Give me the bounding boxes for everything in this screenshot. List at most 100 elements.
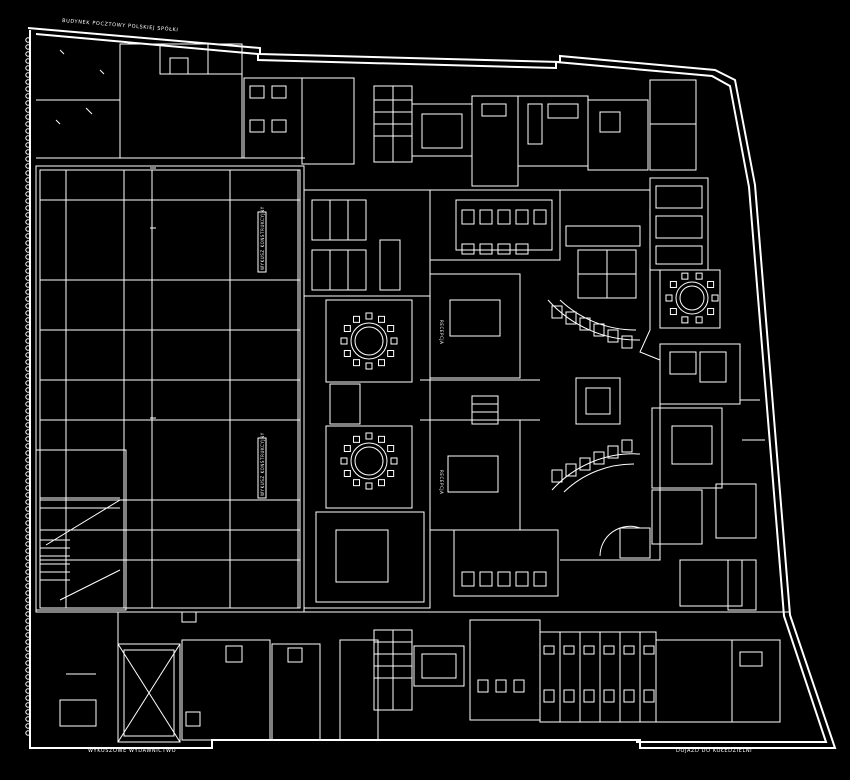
facade-column: [25, 541, 31, 547]
chair: [695, 316, 703, 324]
facade-column: [25, 520, 31, 526]
chair: [669, 280, 677, 288]
booth-seat: [579, 317, 591, 331]
facade-column: [25, 233, 31, 239]
facade-column: [25, 415, 31, 421]
chair: [365, 312, 373, 320]
facade-column: [25, 492, 31, 498]
table-top: [350, 442, 388, 480]
facade-column: [25, 114, 31, 120]
conference-rooms: [303, 295, 431, 609]
facade-column: [25, 646, 31, 652]
facade-column: [25, 352, 31, 358]
central-lobby: [420, 189, 561, 597]
facade-column: [25, 107, 31, 113]
facade-column: [25, 191, 31, 197]
chair: [387, 470, 395, 477]
facade-column: [25, 688, 31, 694]
facade-column: [25, 303, 31, 309]
chair: [707, 280, 715, 288]
facade-column: [25, 730, 31, 736]
facade-column: [25, 436, 31, 442]
sink-fixture: [583, 645, 595, 655]
wc-fixture: [583, 689, 595, 703]
facade-column: [25, 583, 31, 589]
wc-fixture: [495, 679, 507, 693]
facade-column: [25, 331, 31, 337]
facade-column: [25, 380, 31, 386]
chair: [681, 272, 689, 280]
facade-column: [25, 86, 31, 92]
chair: [343, 350, 351, 357]
facade-column: [25, 51, 31, 57]
sink-fixture: [643, 645, 655, 655]
facade-column: [25, 254, 31, 260]
chair: [695, 272, 703, 280]
chair: [343, 445, 351, 452]
chair: [353, 435, 360, 443]
south-fixtures: [477, 645, 655, 703]
booth-seat: [551, 469, 563, 483]
facade-column: [25, 660, 31, 666]
facade-column: [25, 548, 31, 554]
facade-column: [25, 373, 31, 379]
facade-column: [25, 590, 31, 596]
facade-column: [25, 702, 31, 708]
facade-column: [25, 240, 31, 246]
facade-column: [25, 156, 31, 162]
sink-fixture: [623, 645, 635, 655]
chair: [378, 359, 385, 367]
facade-column: [25, 422, 31, 428]
booth-seat: [593, 451, 605, 465]
facade-column: [25, 296, 31, 302]
chair: [365, 362, 373, 370]
wc-fixture: [603, 689, 615, 703]
label-column-upper: WYKUSZ KONSTRUKCYJNY: [260, 206, 265, 270]
wc-fixture: [477, 679, 489, 693]
chair: [681, 316, 689, 324]
facade-column: [25, 219, 31, 225]
facade-column: [25, 128, 31, 134]
label-cafe-upper: RECEPCJA: [439, 320, 444, 344]
facade-column: [25, 611, 31, 617]
facade-column: [25, 576, 31, 582]
table-top: [350, 322, 388, 360]
facade-column: [25, 506, 31, 512]
facade-column: [25, 597, 31, 603]
facade-column: [25, 93, 31, 99]
sink-fixture: [563, 645, 575, 655]
chair: [707, 308, 715, 316]
table-inner: [679, 285, 705, 311]
facade-column: [25, 674, 31, 680]
booth-seat: [565, 463, 577, 477]
chair: [387, 350, 395, 357]
facade-column: [25, 324, 31, 330]
facade-column: [25, 310, 31, 316]
facade-column: [25, 653, 31, 659]
facade-column: [25, 667, 31, 673]
left-facade-columns: [25, 37, 31, 736]
facade-column: [25, 569, 31, 575]
table-top: [675, 281, 709, 315]
facade-column: [25, 394, 31, 400]
southwest-stair-zone: [35, 449, 127, 611]
label-cafe-lower: RECEPCJA: [439, 470, 444, 494]
facade-column: [25, 604, 31, 610]
round-table-upper: [340, 312, 398, 370]
facade-column: [25, 443, 31, 449]
sink-fixture: [543, 645, 555, 655]
facade-column: [25, 268, 31, 274]
north-rooms: [36, 43, 697, 187]
facade-column: [25, 317, 31, 323]
facade-column: [25, 212, 31, 218]
facade-column: [25, 695, 31, 701]
facade-column: [25, 338, 31, 344]
facade-column: [25, 65, 31, 71]
facade-column: [25, 289, 31, 295]
label-column-lower: WYKUSZ KONSTRUKCYJNY: [260, 432, 265, 496]
facade-column: [25, 639, 31, 645]
chair: [390, 457, 398, 465]
facade-column: [25, 618, 31, 624]
